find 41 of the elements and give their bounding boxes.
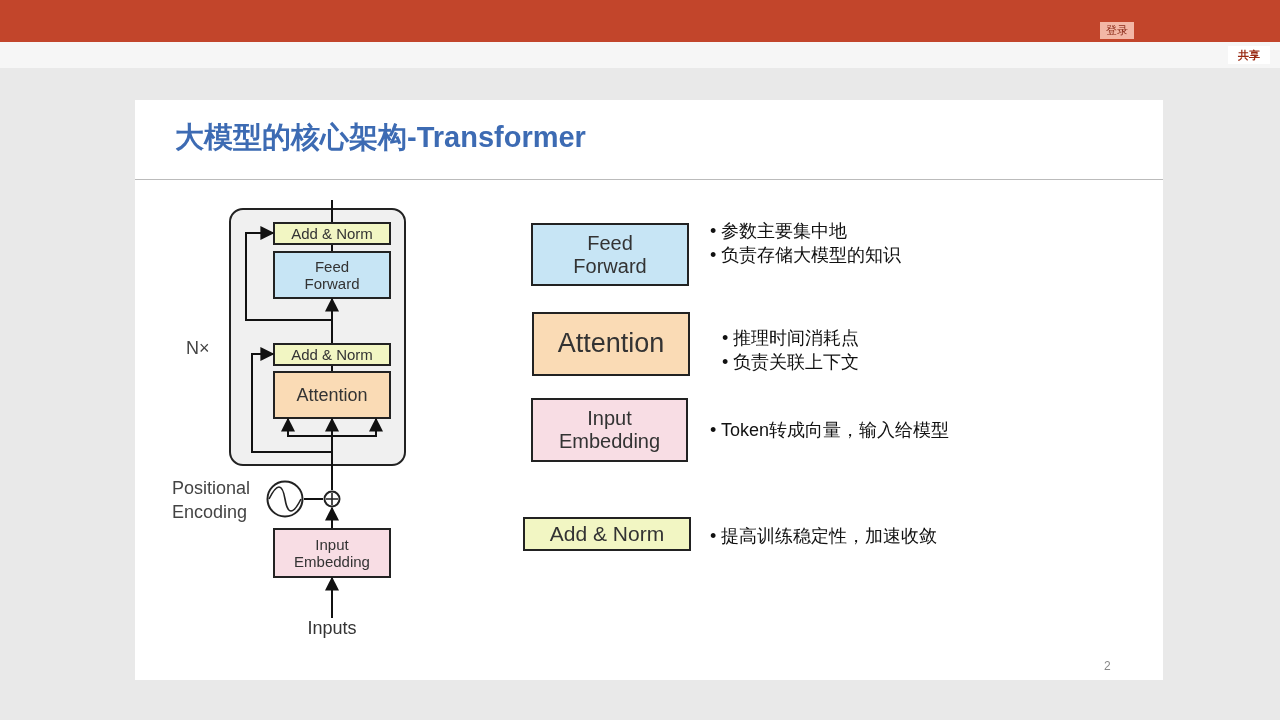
box-label: Feed Forward [303,257,361,293]
layer-box [273,222,391,245]
layer-box [273,251,391,299]
bullet-item: • 参数主要集中地 [710,220,848,243]
box-label: Attention [556,328,666,360]
layer-box [523,517,691,551]
box-label: Add & Norm [291,224,373,243]
connector-line [331,199,333,223]
slide-title: 大模型的核心架构-Transformer [175,120,586,155]
box-label: Add & Norm [291,345,373,364]
bullet-item: • 负责存储大模型的知识 [710,244,902,267]
bullet-item: • 提高训练稳定性，加速收敛 [710,525,938,548]
arrow [245,226,333,344]
box-label: Input Embedding [293,535,371,571]
layer-box [531,398,688,462]
login-button: 登录 [1100,22,1134,39]
input-label: Inputs [296,618,368,642]
layer-box [273,343,391,366]
layer-box [273,528,391,578]
arrow [325,506,339,529]
bullet-item: • 推理时间消耗点 [722,327,860,350]
box-label: Attention [295,384,369,406]
box-label: Feed Forward [572,231,648,278]
node-label: Positional Encoding [172,477,252,524]
connector-line [331,244,333,252]
share-button: 共享 [1228,46,1270,64]
repeat-label: N× [186,337,210,360]
layer-box [273,371,391,419]
page-number: 2 [1104,659,1111,673]
box-label: Input Embedding [557,407,662,453]
layer-container [229,208,406,466]
connector-line [331,365,333,372]
arrow [325,576,339,619]
sine-wave-icon [266,480,304,518]
bullet-item: • 负责关联上下文 [722,351,860,374]
bullet-item: • Token转成向量，输入给模型 [710,419,949,442]
layer-box [531,223,689,286]
box-label: Add & Norm [549,521,665,547]
connector-line [303,498,324,500]
layer-box [532,312,690,376]
plus-icon [323,490,341,508]
